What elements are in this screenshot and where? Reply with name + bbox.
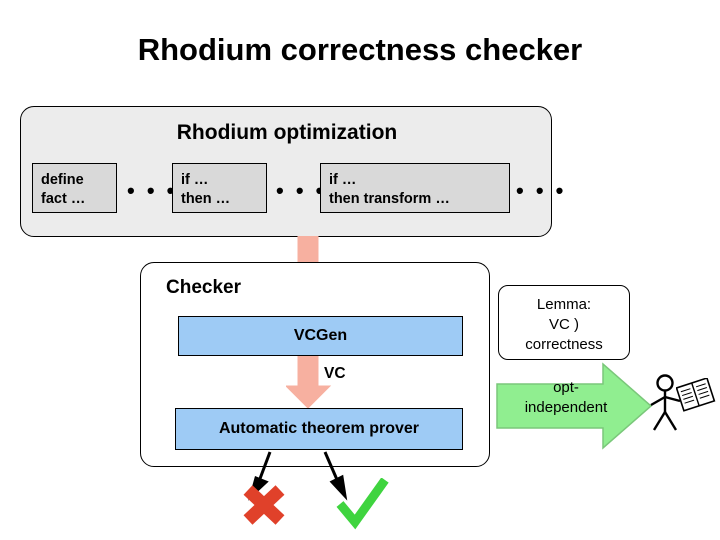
prover-result-arrows bbox=[248, 451, 348, 501]
rule-line-1: define bbox=[41, 172, 84, 188]
rule-line-1: if … bbox=[329, 172, 357, 188]
lemma-box: Lemma: VC ) correctness bbox=[498, 285, 630, 360]
rule-line-2: then … bbox=[181, 191, 231, 207]
lemma-line-2: VC ) bbox=[549, 316, 579, 333]
ellipsis-1: • • • bbox=[127, 178, 178, 203]
vcgen-label: VCGen bbox=[293, 327, 348, 344]
rule-box-if-then-transform: if … then transform … bbox=[320, 163, 510, 213]
prover-label: Automatic theorem prover bbox=[218, 420, 420, 437]
green-check-icon bbox=[336, 478, 389, 530]
ellipsis-3: • • • bbox=[516, 178, 567, 203]
automatic-theorem-prover-box: Automatic theorem prover bbox=[175, 408, 463, 450]
opt-line-2: independent bbox=[524, 399, 608, 416]
rule-line-2: fact … bbox=[41, 191, 86, 207]
rule-line-1: if … bbox=[181, 172, 209, 188]
red-x-icon bbox=[243, 485, 285, 525]
green-arrow-opt-independent bbox=[496, 362, 653, 450]
rule-line-2: then transform … bbox=[329, 191, 450, 207]
stick-figure-icon bbox=[650, 374, 681, 431]
rule-box-define-fact: define fact … bbox=[32, 163, 117, 213]
checker-label: Checker bbox=[166, 277, 241, 298]
pink-arrow-vcgen-to-prover bbox=[286, 356, 332, 409]
opt-line-1: opt- bbox=[553, 379, 579, 396]
rhodium-optimization-heading: Rhodium optimization bbox=[176, 121, 398, 144]
lemma-line-3: correctness bbox=[525, 336, 603, 353]
ellipsis-2: • • • bbox=[276, 178, 327, 203]
rule-box-if-then: if … then … bbox=[172, 163, 267, 213]
vc-label: VC bbox=[324, 365, 346, 382]
opt-independent-label: opt- independent bbox=[508, 378, 624, 418]
page-title: Rhodium correctness checker bbox=[137, 32, 583, 67]
lemma-line-1: Lemma: bbox=[536, 296, 592, 313]
book-icon bbox=[676, 378, 716, 412]
vcgen-box: VCGen bbox=[178, 316, 463, 356]
